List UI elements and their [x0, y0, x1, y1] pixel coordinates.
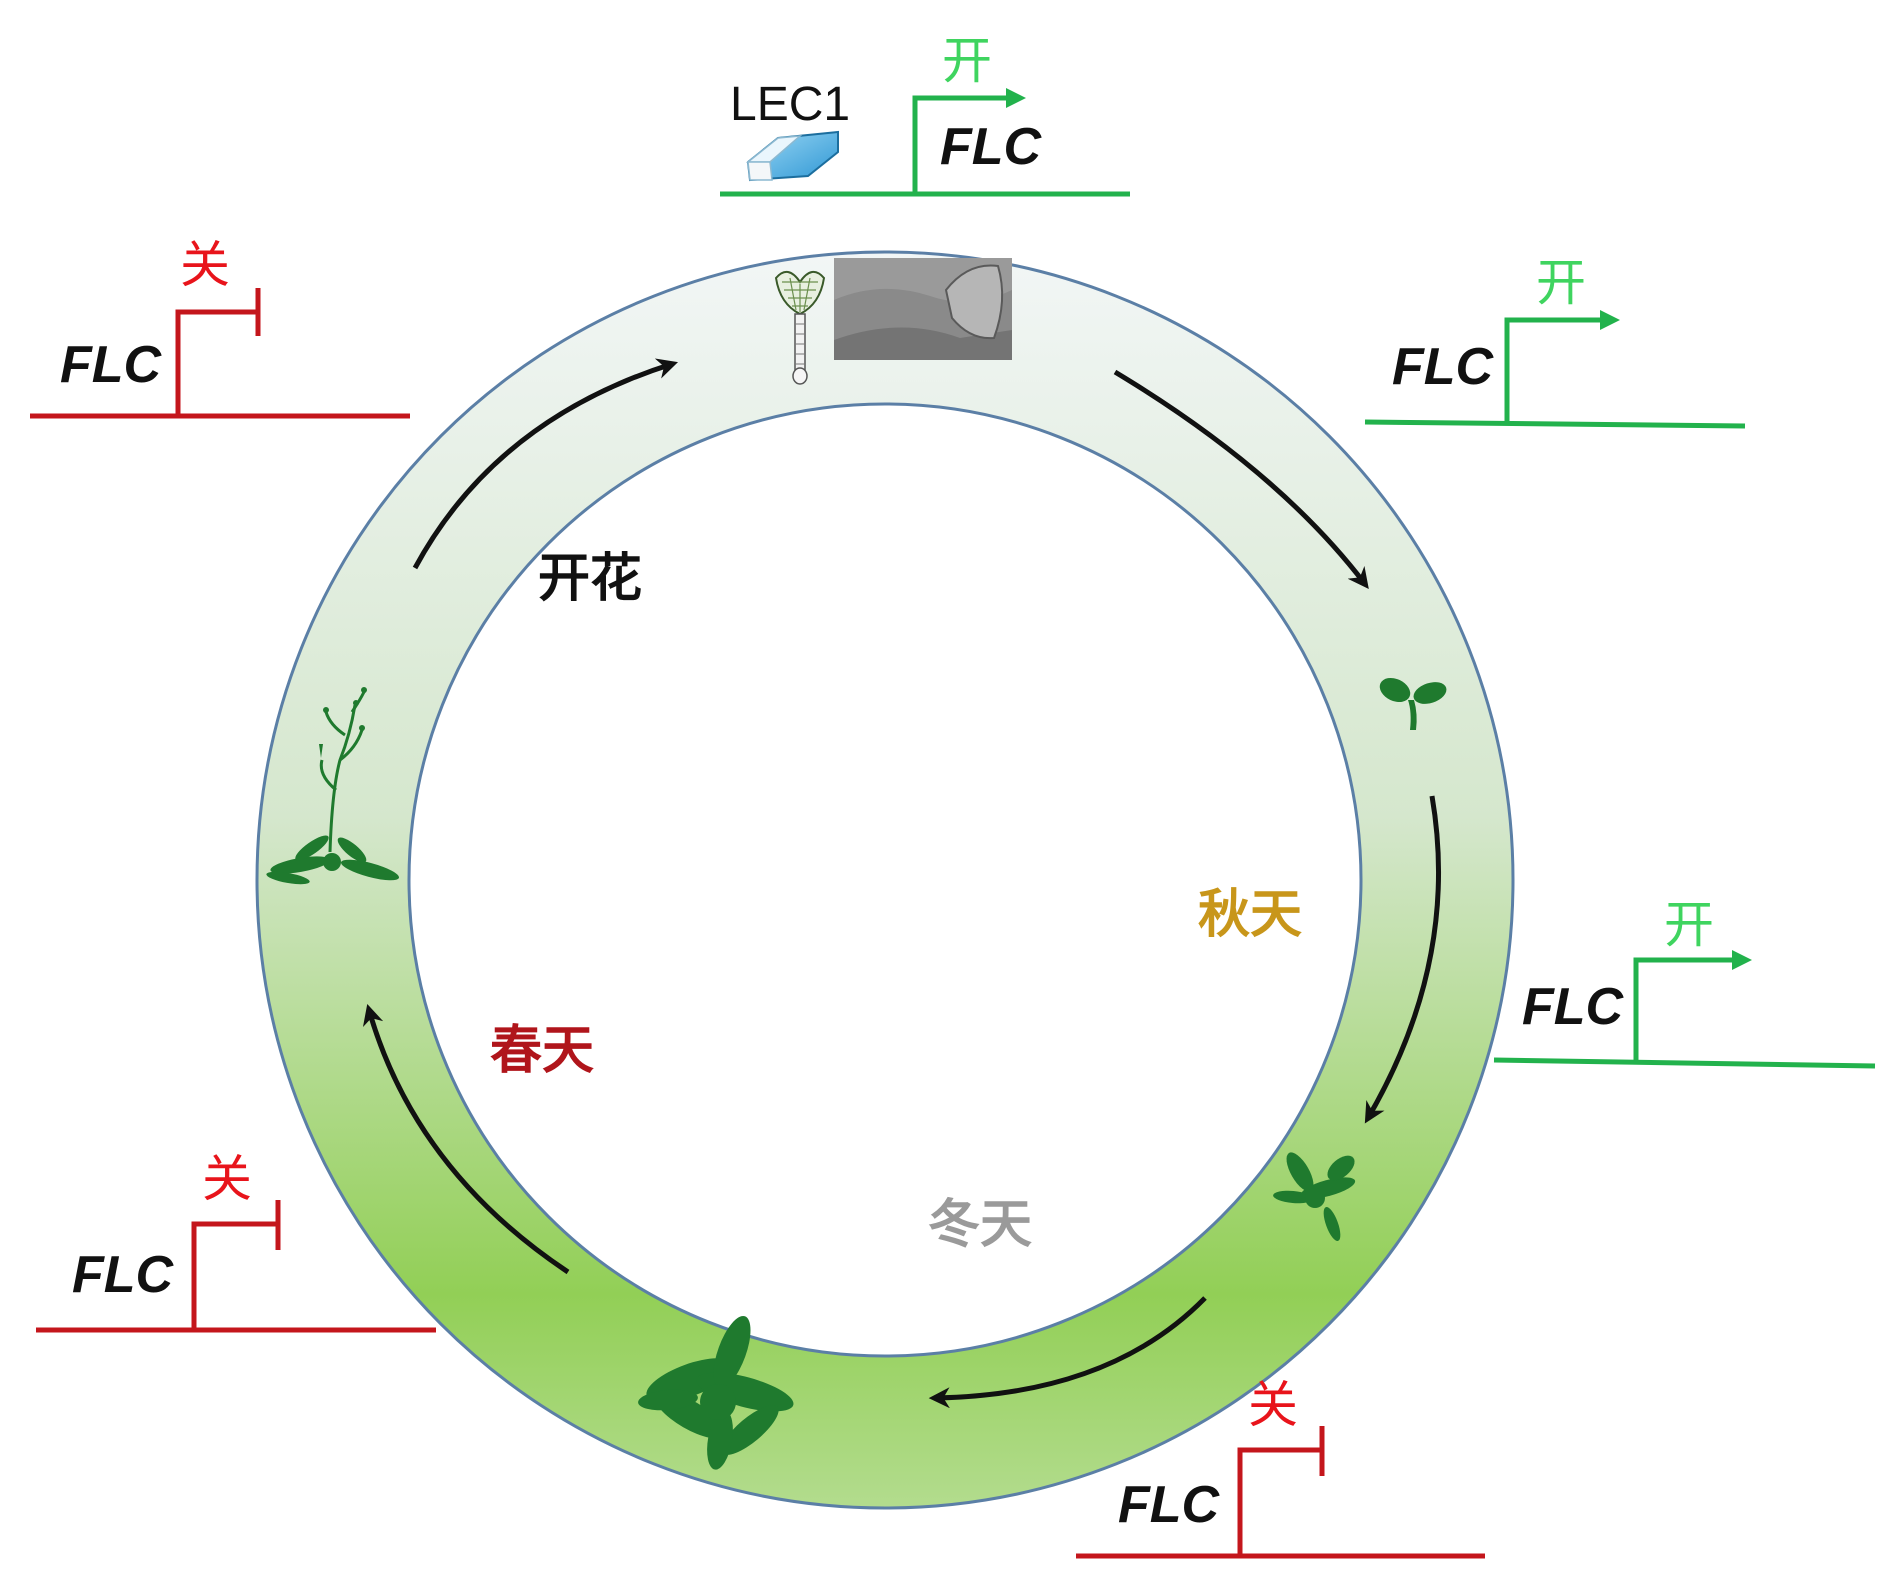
embryo-diagram-icon — [774, 271, 826, 385]
season-label-flowering: 开花 — [538, 549, 642, 609]
repressor-top-left — [175, 288, 261, 416]
gene-bottom-right: 关 FLC — [1076, 1376, 1485, 1559]
cycle-arrows — [362, 358, 1441, 1409]
gene-label-right: FLC — [1522, 978, 1625, 1036]
lec1-label: LEC1 — [730, 78, 850, 131]
promoter-arrow-top-right — [1504, 310, 1620, 424]
gene-state-bottom-right: 关 — [1248, 1376, 1298, 1434]
repressor-bottom-left — [191, 1200, 281, 1330]
arrow-to-flowering — [362, 1003, 570, 1275]
gene-line-top-right — [1364, 419, 1746, 429]
eraser-icon — [745, 130, 839, 182]
gene-label-top-right: FLC — [1392, 338, 1495, 396]
large-rosette-icon — [638, 1315, 794, 1470]
life-cycle-ring — [255, 250, 1515, 1510]
gene-state-top-right: 开 — [1536, 254, 1586, 312]
gene-top: 开 FLC LEC1 — [720, 32, 1130, 197]
flowering-plant-icon — [266, 687, 400, 885]
seedling-icon — [1379, 677, 1447, 730]
gene-top-left: 关 FLC — [30, 236, 410, 419]
gene-state-top-left: 关 — [180, 236, 230, 294]
gene-state-bottom-left: 关 — [202, 1150, 252, 1208]
gene-top-right: 开 FLC — [1364, 254, 1746, 429]
arrow-to-spring — [928, 1296, 1207, 1409]
gene-label-top-left: FLC — [60, 336, 163, 394]
arrow-to-embryo — [412, 358, 679, 570]
gene-bottom-left: 关 FLC — [36, 1150, 436, 1333]
season-label-autumn: 秋天 — [1198, 885, 1302, 945]
promoter-arrow-right — [1633, 950, 1752, 1063]
repressor-bottom-right — [1237, 1426, 1325, 1556]
gene-right: 开 FLC — [1493, 896, 1876, 1069]
season-label-spring: 春天 — [490, 1021, 594, 1081]
promoter-arrow-top — [912, 88, 1026, 194]
arrow-to-autumn — [1113, 369, 1369, 590]
season-label-winter: 冬天 — [928, 1195, 1032, 1255]
embryo-micrograph-icon — [834, 258, 1012, 360]
gene-state-top: 开 — [942, 32, 992, 90]
gene-state-right: 开 — [1664, 896, 1714, 954]
arrow-to-winter — [1364, 795, 1441, 1124]
gene-line-right — [1493, 1057, 1876, 1069]
gene-label-top: FLC — [940, 118, 1043, 176]
small-rosette-icon — [1273, 1152, 1356, 1242]
gene-label-bottom-left: FLC — [72, 1246, 175, 1304]
gene-label-bottom-right: FLC — [1118, 1476, 1221, 1534]
